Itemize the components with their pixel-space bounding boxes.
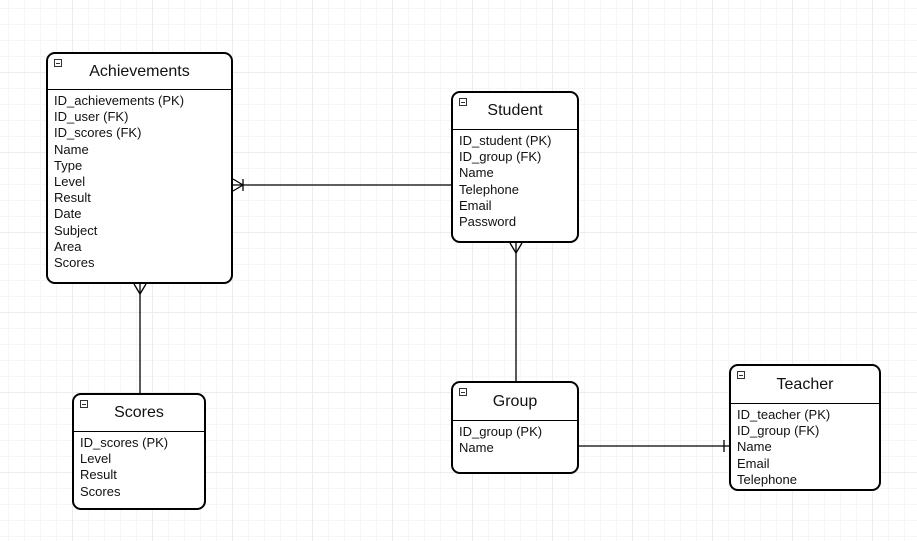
entity-title: Achievements — [89, 62, 190, 80]
field-row[interactable]: Email — [737, 455, 770, 471]
field-row[interactable]: ID_scores (PK) — [80, 435, 169, 450]
field-row[interactable]: ID_student (PK) — [459, 133, 552, 148]
entity-header: Achievements — [48, 54, 231, 90]
field-row[interactable]: Telephone — [737, 471, 797, 487]
collapse-icon[interactable] — [54, 59, 62, 67]
field-row[interactable]: Date — [54, 206, 82, 222]
field-row[interactable]: Name — [737, 439, 772, 455]
field-row[interactable]: Email — [459, 197, 492, 213]
field-row[interactable]: ID_group (FK) — [737, 423, 820, 439]
entity-achievements[interactable]: Achievements ID_achievements (PK) ID_use… — [46, 52, 233, 284]
entity-teacher[interactable]: Teacher ID_teacher (PK) ID_group (FK) Na… — [729, 364, 881, 491]
crows-foot-prong — [232, 178, 244, 186]
field-list: ID_scores (PK) Level Result Scores — [74, 432, 204, 500]
field-row[interactable]: ID_achievements (PK) — [54, 93, 185, 108]
entity-header: Scores — [74, 395, 204, 432]
crows-foot-prong — [139, 283, 147, 295]
entity-scores[interactable]: Scores ID_scores (PK) Level Result Score… — [72, 393, 206, 510]
field-row[interactable]: Password — [459, 214, 517, 230]
field-list: ID_teacher (PK) ID_group (FK) Name Email… — [731, 404, 879, 488]
entity-header: Student — [453, 93, 577, 130]
field-list: ID_student (PK) ID_group (FK) Name Telep… — [453, 130, 577, 230]
collapse-icon[interactable] — [459, 98, 467, 106]
field-row[interactable]: Level — [80, 451, 112, 467]
connector-group-student[interactable] — [509, 242, 523, 381]
connector-scores-achievements[interactable] — [133, 283, 147, 393]
field-row[interactable]: Name — [459, 165, 494, 181]
field-row[interactable]: ID_teacher (PK) — [737, 407, 831, 422]
field-row[interactable]: Subject — [54, 222, 98, 238]
crows-foot-prong — [509, 242, 517, 254]
field-row[interactable]: Result — [80, 467, 117, 483]
crows-foot-prong — [232, 184, 244, 192]
entity-header: Group — [453, 383, 577, 421]
collapse-icon[interactable] — [80, 400, 88, 408]
crows-foot-prong — [133, 283, 141, 295]
entity-student[interactable]: Student ID_student (PK) ID_group (FK) Na… — [451, 91, 579, 243]
connector-student-achievements[interactable] — [232, 178, 451, 192]
entity-title: Teacher — [776, 375, 834, 393]
field-list: ID_achievements (PK) ID_user (FK) ID_sco… — [48, 90, 231, 271]
connector-group-teacher[interactable] — [579, 440, 729, 452]
entity-title: Scores — [114, 404, 164, 421]
entity-group[interactable]: Group ID_group (PK) Name — [451, 381, 579, 474]
entity-title: Group — [492, 392, 538, 410]
field-row[interactable]: Name — [54, 141, 89, 157]
collapse-icon[interactable] — [459, 388, 467, 396]
field-row[interactable]: ID_user (FK) — [54, 109, 129, 125]
field-row[interactable]: ID_group (FK) — [459, 149, 542, 165]
collapse-icon[interactable] — [737, 371, 745, 379]
field-row[interactable]: Result — [54, 190, 91, 206]
field-row[interactable]: Scores — [80, 483, 121, 499]
field-row[interactable]: Name — [459, 440, 494, 456]
entity-header: Teacher — [731, 366, 879, 404]
field-row[interactable]: Telephone — [459, 181, 519, 197]
field-row[interactable]: ID_scores (FK) — [54, 125, 142, 141]
field-row[interactable]: Scores — [54, 255, 95, 271]
field-row[interactable]: Area — [54, 238, 82, 254]
field-row[interactable]: ID_group (PK) — [459, 424, 543, 439]
field-row[interactable]: Type — [54, 157, 83, 173]
entity-title: Student — [487, 102, 543, 119]
crows-foot-prong — [515, 242, 523, 254]
field-list: ID_group (PK) Name — [453, 421, 577, 456]
field-row[interactable]: Level — [54, 174, 86, 190]
